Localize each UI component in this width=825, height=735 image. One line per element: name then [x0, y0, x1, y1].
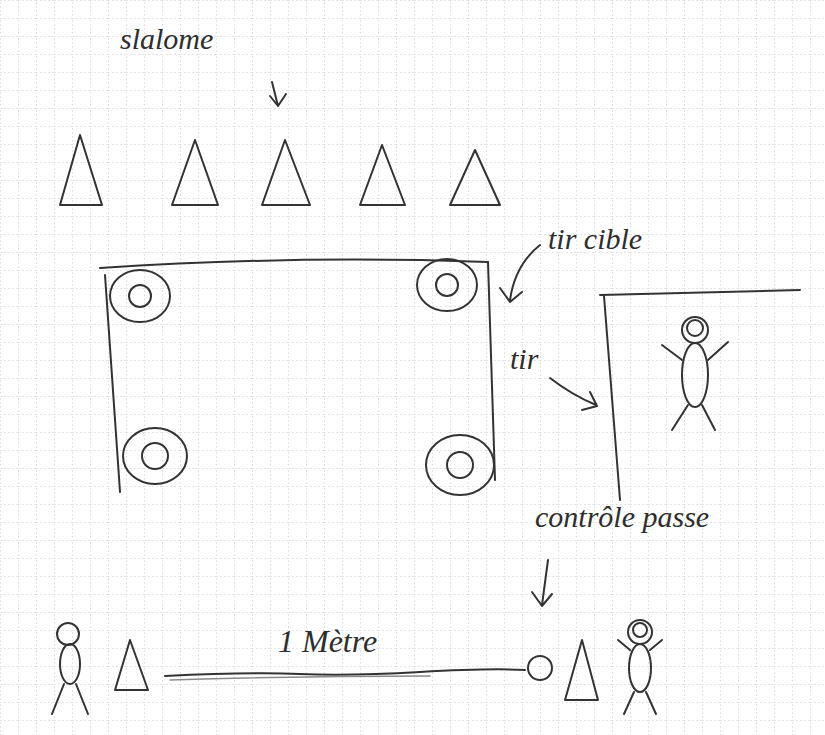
- handwritten-label: tir: [510, 342, 538, 375]
- pointer-arrow: [550, 378, 597, 410]
- player-figure: [633, 623, 647, 637]
- tyre: [110, 270, 170, 322]
- player-figure: [618, 640, 662, 714]
- handwritten-label: contrôle passe: [535, 500, 709, 533]
- pointer-arrow: [532, 560, 552, 606]
- tyre: [417, 259, 477, 311]
- pointer-arrow: [270, 82, 286, 106]
- goal-frame: [600, 290, 800, 295]
- ball: [528, 656, 552, 680]
- player-figure: [60, 644, 80, 684]
- player-figure: [57, 623, 79, 645]
- cone: [115, 640, 148, 690]
- goalkeeper-figure: [682, 317, 708, 343]
- goalkeeper-figure: [682, 343, 708, 407]
- field-line: [488, 262, 495, 480]
- goalkeeper-figure: [687, 320, 703, 336]
- tyre: [123, 428, 187, 484]
- cone: [172, 140, 218, 205]
- cone: [565, 640, 598, 700]
- player-figure: [52, 684, 88, 714]
- tyre: [426, 435, 494, 495]
- player-figure: [629, 644, 651, 692]
- handwritten-label: tir cible: [548, 222, 642, 255]
- tyre: [142, 443, 168, 469]
- player-figure: [628, 620, 652, 644]
- handwritten-label: 1 Mètre: [278, 624, 377, 659]
- cone: [262, 140, 310, 205]
- handwritten-label: slalome: [120, 22, 213, 55]
- pointer-arrow: [500, 245, 540, 302]
- cone: [450, 150, 500, 205]
- goal-frame: [604, 296, 620, 500]
- distance-line: [170, 676, 430, 680]
- tyre: [436, 274, 458, 296]
- cone: [360, 145, 405, 205]
- distance-line: [165, 669, 525, 676]
- tyre: [129, 285, 151, 307]
- tyre: [447, 452, 473, 478]
- cone: [60, 135, 102, 205]
- goalkeeper-figure: [662, 342, 728, 430]
